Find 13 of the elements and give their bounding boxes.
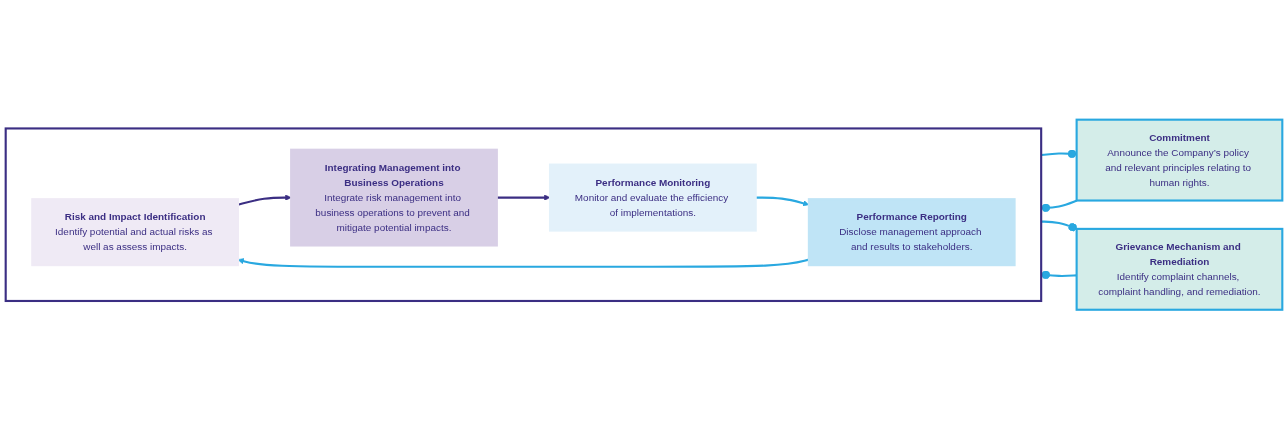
connector (1041, 149, 1077, 159)
connector (1041, 220, 1078, 232)
connector (1041, 199, 1078, 213)
connector (1041, 270, 1077, 280)
node-box: Risk and Impact Identification Identify potential and actual risks as well as assess impacts. (31, 198, 240, 267)
node-box: Integrating Management into Business Operations Integrate risk management into business operations to prevent and mitigate potential impacts. (290, 148, 498, 247)
node-box: Grievance Mechanism and Remediation Identify complaint channels, complaint handling, and remediation. (1075, 228, 1284, 312)
node-box: Commitment Announce the Company’s policy and relevant principles relating to human rights. (1075, 118, 1284, 202)
node-box: Performance Reporting Disclose management approach and results to stakeholders. (807, 198, 1016, 267)
cluster (4, 127, 1043, 303)
arrow (237, 194, 292, 206)
arrow (496, 194, 551, 201)
node-box: Performance Monitoring Monitor and evaluate the efficiency of implementations. (548, 163, 757, 232)
